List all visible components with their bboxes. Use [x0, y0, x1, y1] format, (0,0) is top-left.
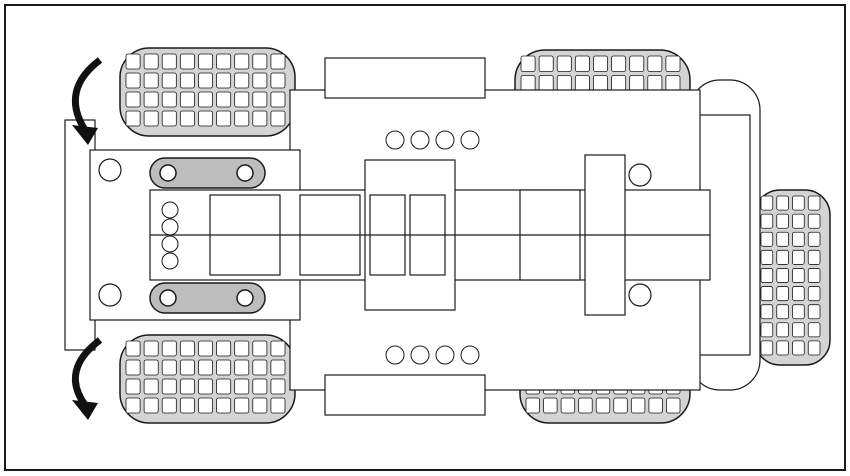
round-stud — [98, 283, 122, 307]
stud — [385, 130, 405, 150]
round-stud — [628, 163, 652, 187]
tire-front-right — [119, 334, 296, 424]
stud — [410, 345, 430, 365]
round-stud — [628, 283, 652, 307]
axle-hole — [161, 235, 179, 253]
stud — [410, 130, 430, 150]
studs — [98, 130, 652, 365]
axle-hole — [161, 201, 179, 219]
stud — [460, 130, 480, 150]
chassis — [64, 57, 761, 416]
axle-hole — [161, 252, 179, 270]
spare-tire — [754, 189, 831, 366]
round-stud — [98, 158, 122, 182]
axle-hole — [161, 218, 179, 236]
tire-front-left — [119, 47, 296, 137]
stud — [385, 345, 405, 365]
rotation-arrow-top — [71, 57, 103, 145]
highlighted-link-parts — [149, 157, 266, 314]
rotation-arrow-bottom — [71, 337, 103, 420]
stud — [435, 345, 455, 365]
stud — [435, 130, 455, 150]
stud — [460, 345, 480, 365]
